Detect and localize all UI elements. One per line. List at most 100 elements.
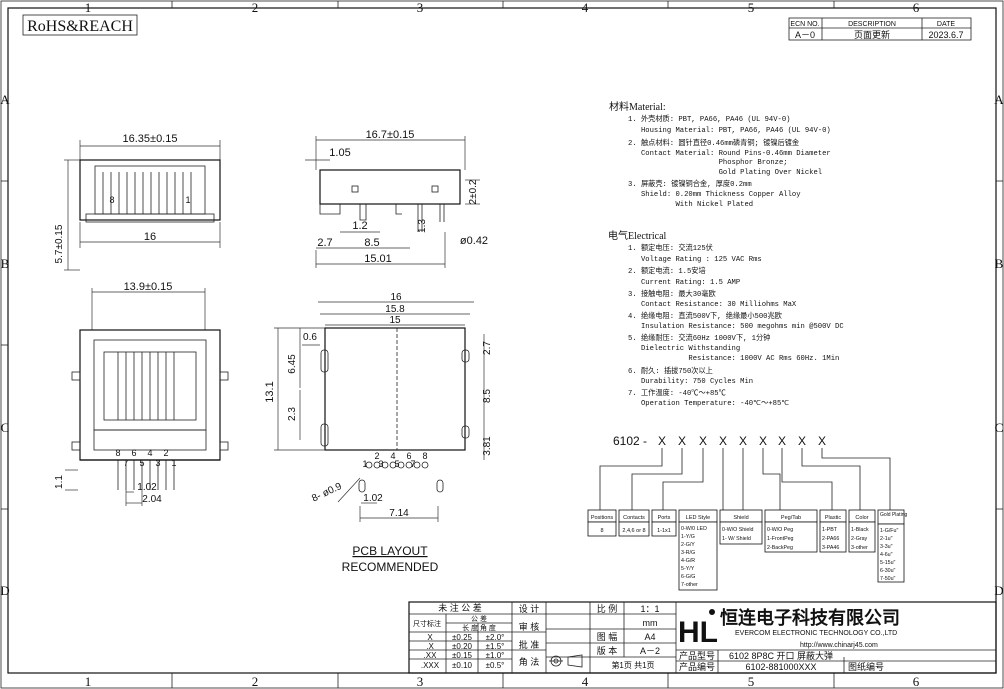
row-label: A <box>0 92 10 107</box>
option-value: 5-Y/Y <box>681 566 695 572</box>
top-pin-8: 8 <box>109 195 114 205</box>
option-value: 5-15u" <box>880 560 896 566</box>
option-value: 6-G/G <box>681 574 695 580</box>
dim-side-pin-drop: 1.3 <box>417 219 428 233</box>
option-value: 2-Gray <box>851 536 868 542</box>
approve-label: 批 准 <box>519 639 540 650</box>
tol-sym: .X <box>426 642 434 651</box>
material-title: 材料Material: <box>609 100 666 113</box>
option-value: 1-Y/G <box>681 534 695 540</box>
version-value: A－2 <box>640 646 660 656</box>
material-line: 3. 屏蔽壳: 镀镍铜合金, 厚度0.2mm <box>628 179 752 189</box>
option-box-positions: Positions 8 <box>587 509 617 537</box>
rev-header-desc: DESCRIPTION <box>848 21 896 28</box>
part-code-slot: X <box>798 434 806 448</box>
material-line: Gold Plating Over Nickel <box>628 169 822 177</box>
pcb-even-pin: 8 <box>422 451 427 461</box>
option-header: Plastic <box>825 515 841 521</box>
dim-front-pitch: 1.02 <box>137 482 157 493</box>
electrical-line: Insulation Resistance: 500 megohms min @… <box>628 323 844 331</box>
electrical-line: Voltage Rating : 125 VAC Rms <box>628 256 762 264</box>
option-value: 2-G/Y <box>681 542 695 548</box>
review-label: 审 核 <box>519 621 540 632</box>
tol-length: ±0.10 <box>452 661 473 670</box>
option-box-peg-tab: Peg/Tab 0-W/O Peg 1-FrontPeg 2-BackPeg <box>764 509 818 553</box>
pcb-layout: 16 15.8 15 0.6 6.45 13.1 2.3 2.7 8.5 3.8… <box>264 292 493 574</box>
pcb-title: PCB LAYOUT <box>352 544 428 558</box>
electrical-line: 1. 额定电压: 交流125伏 <box>628 243 713 253</box>
tol-sym: X <box>427 633 433 642</box>
material-line: With Nickel Plated <box>628 201 753 209</box>
dim-top-width: 16.35±0.15 <box>123 133 178 145</box>
option-box-plastic: Plastic 1-PBT 2-PA66 3-PA46 <box>819 509 847 553</box>
pcb-dim-15: 15 <box>389 315 401 326</box>
electrical-line: 5. 绝缘耐压: 交流60Hz 1000V下, 1分钟 <box>628 333 770 343</box>
tol-sym: .XX <box>424 651 438 660</box>
option-value: 1-FrontPeg <box>767 536 794 542</box>
rev-date: 2023.6.7 <box>928 30 963 40</box>
option-header: Positions <box>591 515 614 521</box>
option-header: Contacts <box>623 515 645 521</box>
option-value: 4-6u" <box>880 552 893 558</box>
version-label: 版 本 <box>597 645 618 656</box>
col-label: 3 <box>417 0 424 15</box>
row-label: C <box>995 420 1004 435</box>
row-label: C <box>1 420 10 435</box>
part-code: 6102 - X X X X X X X X X Positions <box>587 434 907 591</box>
company-website: http://www.chinarj45.com <box>800 642 878 649</box>
page-info: 第1页 共1页 <box>611 660 654 670</box>
option-value: 4-G/R <box>681 558 695 564</box>
col-label: 4 <box>582 674 589 689</box>
option-box-led-style: LED Style 0-W/0 LED 1-Y/G 2-G/Y 3-R/G 4-… <box>678 509 718 591</box>
tolerance-header: 公 差 <box>471 614 487 623</box>
col-label: 1 <box>85 674 92 689</box>
part-code-slot: X <box>719 434 727 448</box>
option-value: 1-Black <box>851 527 869 533</box>
tol-length: ±0.20 <box>452 642 473 651</box>
option-box-contacts: Contacts 2,4,6 or 8 <box>618 509 650 537</box>
dim-side-length: 16.7±0.15 <box>366 129 415 141</box>
option-value: 8 <box>600 528 603 534</box>
option-value: 0-W/O Peg <box>767 527 793 533</box>
rev-header-ecn: ECN NO. <box>790 21 819 28</box>
pcb-dim-27: 2.7 <box>482 341 493 355</box>
electrical-line: 6. 耐久: 插拔750次以上 <box>628 366 713 376</box>
electrical-line: 7. 工作温度: -40℃～+85℃ <box>628 388 726 398</box>
pcb-dim-645: 6.45 <box>287 354 298 374</box>
part-code-slot: X <box>658 434 666 448</box>
front-view: 13.9±0.15 8 7 6 5 4 3 2 1 <box>54 281 229 506</box>
option-value: 1-1x1 <box>657 528 671 534</box>
tolerance-title: 未 注 公 差 <box>438 602 482 613</box>
material-line: Contact Material: Round Pins-0.46mm Diam… <box>628 150 831 158</box>
dim-top-height: 5.7±0.15 <box>54 224 65 263</box>
material-spec: 材料Material: 1. 外壳材质: PBT, PA66, PA46 (UL… <box>609 100 831 209</box>
inner-frame <box>7 7 997 674</box>
option-header: Ports <box>658 515 671 521</box>
electrical-line: Operation Temperature: -40℃～+85℃ <box>628 400 789 408</box>
pcb-odd-pin: 5 <box>394 459 399 469</box>
rev-desc: 页面更新 <box>854 29 890 40</box>
col-label: 2 <box>252 0 259 15</box>
model-value: 6102 8P8C 开口 屏蔽大弹 <box>729 650 833 661</box>
tolerance-subheader: 长 度 角 度 <box>462 623 496 632</box>
dim-front-width: 13.9±0.15 <box>124 281 173 293</box>
design-label: 设 计 <box>519 603 540 614</box>
dim-side-pitch-a: 2.7 <box>317 237 332 249</box>
electrical-line: 3. 接触电阻: 最大30毫欧 <box>628 289 716 299</box>
pcb-even-pin: 6 <box>406 451 411 461</box>
row-label: D <box>994 583 1003 598</box>
row-label: B <box>995 256 1004 271</box>
col-label: 1 <box>85 0 92 15</box>
pcb-dim-158: 15.8 <box>385 304 405 315</box>
dim-side-offset: 1.05 <box>329 147 350 159</box>
scale-value: 1：1 <box>640 604 659 614</box>
option-value: 3-PA46 <box>822 545 839 551</box>
pcb-subtitle: RECOMMENDED <box>342 560 439 574</box>
sheet-value: A4 <box>644 632 655 642</box>
company-name-cn: 恒连电子科技有限公司 <box>720 607 900 628</box>
option-value: 1-PBT <box>822 527 838 533</box>
pcb-dim-85: 8.5 <box>482 389 493 403</box>
scale-label: 比 例 <box>597 603 618 614</box>
